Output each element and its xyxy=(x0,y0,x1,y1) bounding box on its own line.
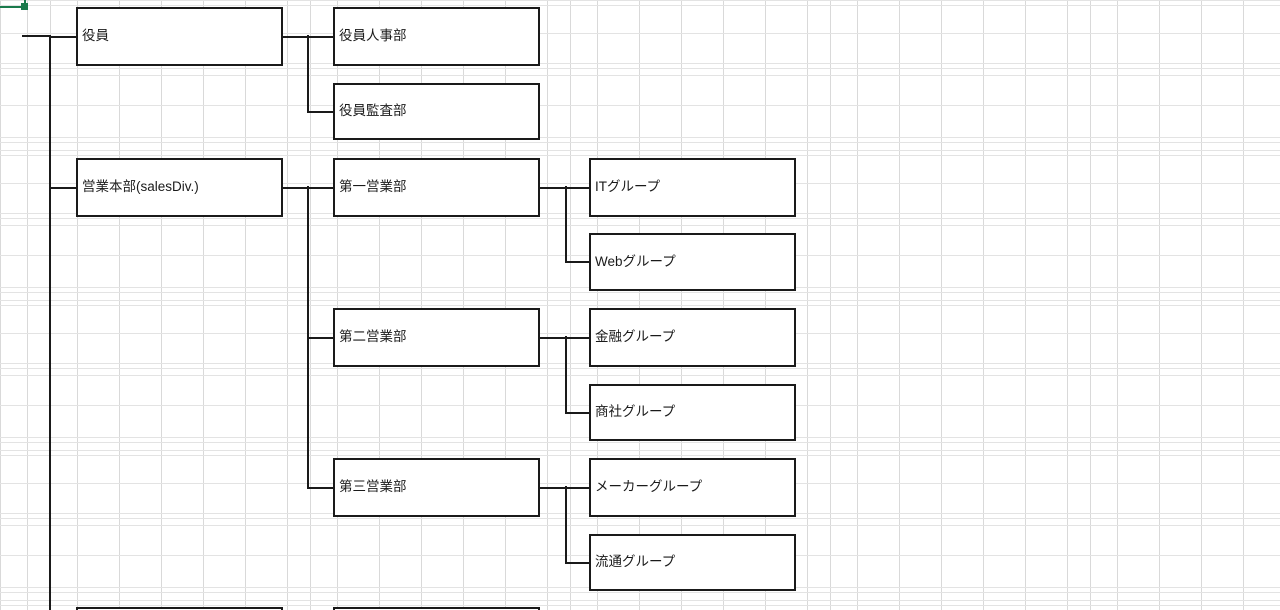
org-node[interactable]: ITグループ xyxy=(589,158,796,217)
org-node-label: Webグループ xyxy=(595,253,676,269)
org-node-label: ITグループ xyxy=(595,179,661,195)
org-node[interactable]: 役員人事部 xyxy=(333,7,540,66)
connector-out-n5 xyxy=(540,187,567,189)
connector-into-n1 xyxy=(49,36,76,38)
org-node[interactable] xyxy=(333,607,540,610)
connector-div2-trunk xyxy=(565,336,567,412)
connector-into-n7 xyxy=(565,261,589,263)
org-node[interactable]: 第二営業部 xyxy=(333,308,540,367)
org-node[interactable]: 役員 xyxy=(76,7,283,66)
connector-into-n5 xyxy=(307,187,333,189)
connector-out-n11 xyxy=(540,487,567,489)
connector-root-trunk xyxy=(49,35,51,610)
org-node-label: 役員監査部 xyxy=(339,103,407,119)
connector-out-n4 xyxy=(283,187,309,189)
org-node-label: 営業本部(salesDiv.) xyxy=(82,179,199,195)
connector-div3-trunk xyxy=(565,486,567,562)
org-node[interactable]: 第三営業部 xyxy=(333,458,540,517)
connector-into-n8 xyxy=(307,337,333,339)
org-node-label: 役員 xyxy=(82,28,109,44)
connector-div1-trunk xyxy=(565,186,567,262)
connector-into-n9 xyxy=(565,337,589,339)
connector-into-n3 xyxy=(307,111,333,113)
org-node-label: 流通グループ xyxy=(595,554,676,570)
org-node[interactable]: Webグループ xyxy=(589,233,796,291)
connector-out-n8 xyxy=(540,337,567,339)
org-node[interactable]: 役員監査部 xyxy=(333,83,540,140)
org-node[interactable]: 金融グループ xyxy=(589,308,796,367)
org-node[interactable]: 流通グループ xyxy=(589,534,796,591)
connector-into-n2 xyxy=(307,36,333,38)
org-node-label: 第二営業部 xyxy=(339,329,407,345)
connector-into-n6 xyxy=(565,187,589,189)
connector-into-n13 xyxy=(565,562,589,564)
org-node-label: メーカーグループ xyxy=(595,479,703,495)
connector-exec-trunk xyxy=(307,35,309,111)
org-node[interactable]: 第一営業部 xyxy=(333,158,540,217)
org-node[interactable] xyxy=(76,607,283,610)
connector-into-n4 xyxy=(49,187,76,189)
fill-handle[interactable] xyxy=(21,3,28,10)
org-node-label: 第一営業部 xyxy=(339,179,407,195)
org-node[interactable]: 商社グループ xyxy=(589,384,796,441)
org-node-label: 金融グループ xyxy=(595,329,676,345)
connector-out-n1 xyxy=(283,36,309,38)
connector-into-n12 xyxy=(565,487,589,489)
connector-into-n11 xyxy=(307,487,333,489)
org-node-label: 役員人事部 xyxy=(339,28,407,44)
org-node[interactable]: メーカーグループ xyxy=(589,458,796,517)
org-node[interactable]: 営業本部(salesDiv.) xyxy=(76,158,283,217)
org-node-label: 第三営業部 xyxy=(339,479,407,495)
connector-into-n10 xyxy=(565,412,589,414)
connector-root-stub xyxy=(22,35,51,37)
cell-cursor[interactable] xyxy=(0,0,28,10)
org-node-label: 商社グループ xyxy=(595,404,676,420)
connector-sales-trunk xyxy=(307,186,309,487)
